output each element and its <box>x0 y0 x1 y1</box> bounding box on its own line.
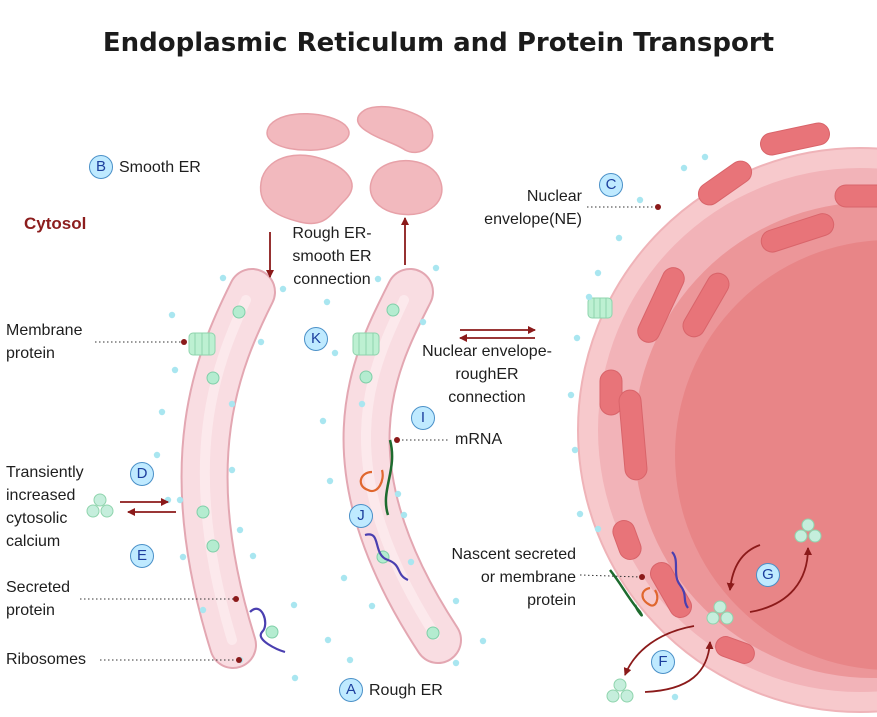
nucleoplasm-core <box>675 240 877 670</box>
badge-d: D <box>130 462 154 486</box>
rough-smooth-connection-label: Rough ER- smooth ER connection <box>292 225 372 288</box>
membrane-protein-icon-1 <box>188 332 216 356</box>
badge-i: I <box>411 406 435 430</box>
nuclear-envelope-label: Nuclear envelope(NE) <box>484 188 582 228</box>
mrna-strand <box>384 439 394 516</box>
calcium-cluster-g-lumen <box>706 600 734 625</box>
badge-j: J <box>349 504 373 528</box>
rough-er-label: Rough ER <box>369 681 443 699</box>
membrane-protein-label: Membrane protein <box>6 322 83 362</box>
smooth-er-label: Smooth ER <box>119 158 201 176</box>
lumen-proteins <box>196 303 440 640</box>
smooth-er-blob-1 <box>266 113 350 151</box>
page-title: Endoplasmic Reticulum and Protein Transp… <box>102 28 775 58</box>
secreted-protein-label: Secreted protein <box>6 579 71 619</box>
cytosol-label: Cytosol <box>24 214 87 233</box>
calcium-cluster-left <box>86 493 114 518</box>
nuclear-rough-connection-label: Nuclear envelope- roughER connection <box>422 343 552 406</box>
calcium-cluster-f <box>606 678 634 703</box>
smooth-er-callout: B Smooth ER <box>89 155 201 179</box>
arrow-f-out <box>623 625 695 676</box>
calcium-cluster-g-top <box>794 518 822 543</box>
smooth-er-blob-4 <box>369 159 443 216</box>
rough-er-left-tube <box>180 268 276 669</box>
badge-e: E <box>130 544 154 568</box>
membrane-protein-icon-3 <box>587 297 613 319</box>
ribosome-dots <box>153 153 709 701</box>
nascent-chain-ne <box>641 586 659 607</box>
ne-lumen-squiggle <box>671 551 689 609</box>
badge-g: G <box>756 563 780 587</box>
arrow-f-in <box>644 641 714 693</box>
transport-arrows <box>120 217 812 693</box>
calcium-label: Transiently increased cytosolic calcium <box>6 464 84 550</box>
mrna-label: mRNA <box>455 431 503 448</box>
badge-k: K <box>304 327 328 351</box>
mrna-strand-ne <box>609 569 643 617</box>
nascent-protein-label: Nascent secreted or membrane protein <box>451 546 576 609</box>
badge-a: A <box>339 678 363 702</box>
badge-c: C <box>599 173 623 197</box>
arrow-g-in <box>726 544 761 591</box>
badge-b: B <box>89 155 113 179</box>
leader-lines <box>80 206 657 661</box>
nascent-chain-er <box>359 469 384 493</box>
nuclear-cisternae <box>599 122 877 664</box>
rough-er-callout: A Rough ER <box>339 678 443 702</box>
secreted-protein-squiggle <box>249 607 286 654</box>
smooth-er-blob-2 <box>356 105 434 154</box>
lumen-protein-squiggle <box>364 533 409 582</box>
arrow-g-out <box>749 547 812 613</box>
badge-f: F <box>651 650 675 674</box>
ribosomes-label: Ribosomes <box>6 651 87 668</box>
smooth-er-blob-3 <box>259 154 353 225</box>
membrane-protein-icon-2 <box>352 332 380 356</box>
leader-dots <box>181 204 661 663</box>
smooth-er <box>259 105 443 225</box>
